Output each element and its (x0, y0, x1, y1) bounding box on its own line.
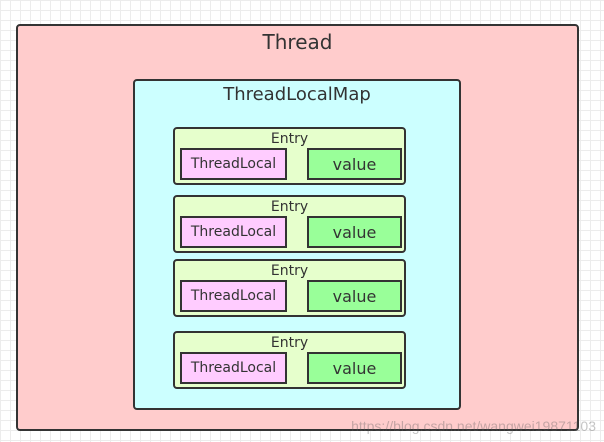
entry-label: Entry (270, 263, 309, 279)
entry-box: Entry ThreadLocal value (173, 127, 406, 185)
entry-label: Entry (270, 335, 309, 351)
thread-label: Thread (262, 30, 333, 54)
threadlocal-key-box: ThreadLocal (180, 280, 287, 312)
entry-box: Entry ThreadLocal value (173, 331, 406, 389)
value-box: value (307, 216, 402, 248)
watermark: https://blog.csdn.net/wangwei19871103 (351, 418, 596, 434)
entry-box: Entry ThreadLocal value (173, 195, 406, 253)
value-box: value (307, 148, 402, 180)
threadlocal-key-box: ThreadLocal (180, 216, 287, 248)
entry-box: Entry ThreadLocal value (173, 259, 406, 317)
entry-label: Entry (270, 131, 309, 147)
value-box: value (307, 280, 402, 312)
threadlocal-key-box: ThreadLocal (180, 352, 287, 384)
threadlocal-key-box: ThreadLocal (180, 148, 287, 180)
value-box: value (307, 352, 402, 384)
entry-label: Entry (270, 199, 309, 215)
threadlocalmap-label: ThreadLocalMap (223, 84, 371, 105)
